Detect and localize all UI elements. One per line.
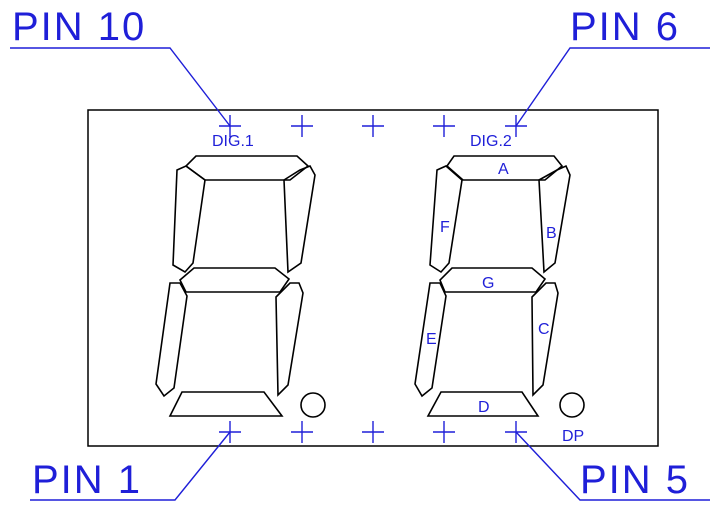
segment-c [275, 282, 304, 397]
pin-marker [362, 115, 384, 137]
segment-d-label: D [478, 399, 490, 416]
package-outline [87, 109, 659, 447]
decimal-point-2 [559, 392, 585, 418]
segment-c-label: C [538, 321, 550, 338]
pin6-leader [515, 47, 710, 127]
pin-marker [362, 421, 384, 443]
pin1-label: PIN 1 [32, 458, 142, 502]
leader-lines [10, 47, 710, 501]
segment-d [168, 391, 284, 417]
segment-e [155, 282, 188, 398]
segment-a-label: A [498, 161, 509, 178]
digit-2 [414, 155, 571, 417]
decimal-point-label: DP [562, 428, 584, 445]
digit-1 [155, 155, 316, 417]
segment-f [172, 165, 206, 274]
pin1-leader [30, 431, 231, 501]
pin5-label: PIN 5 [580, 458, 690, 502]
bottom-pin-row [219, 421, 527, 443]
segment-b [283, 164, 316, 274]
segment-f-label: F [440, 219, 450, 236]
pin10-label: PIN 10 [12, 5, 146, 49]
pin5-leader [515, 431, 710, 501]
pin6-label: PIN 6 [570, 5, 680, 49]
segment-e-label: E [426, 331, 437, 348]
segment-d [426, 391, 540, 417]
pin-marker [291, 115, 313, 137]
pin10-leader [10, 47, 231, 127]
segment-c [531, 282, 559, 397]
pin-marker [433, 115, 455, 137]
decimal-point-1 [300, 392, 326, 418]
segment-b-label: B [546, 225, 557, 242]
digit2-label: DIG.2 [470, 133, 512, 150]
digit1-label: DIG.1 [212, 133, 254, 150]
segment-g-label: G [482, 275, 494, 292]
segment-e [414, 282, 447, 398]
segment-f [429, 165, 463, 274]
pin-marker [433, 421, 455, 443]
segment-b [538, 164, 571, 274]
pin-marker [291, 421, 313, 443]
segment-g [179, 267, 291, 293]
